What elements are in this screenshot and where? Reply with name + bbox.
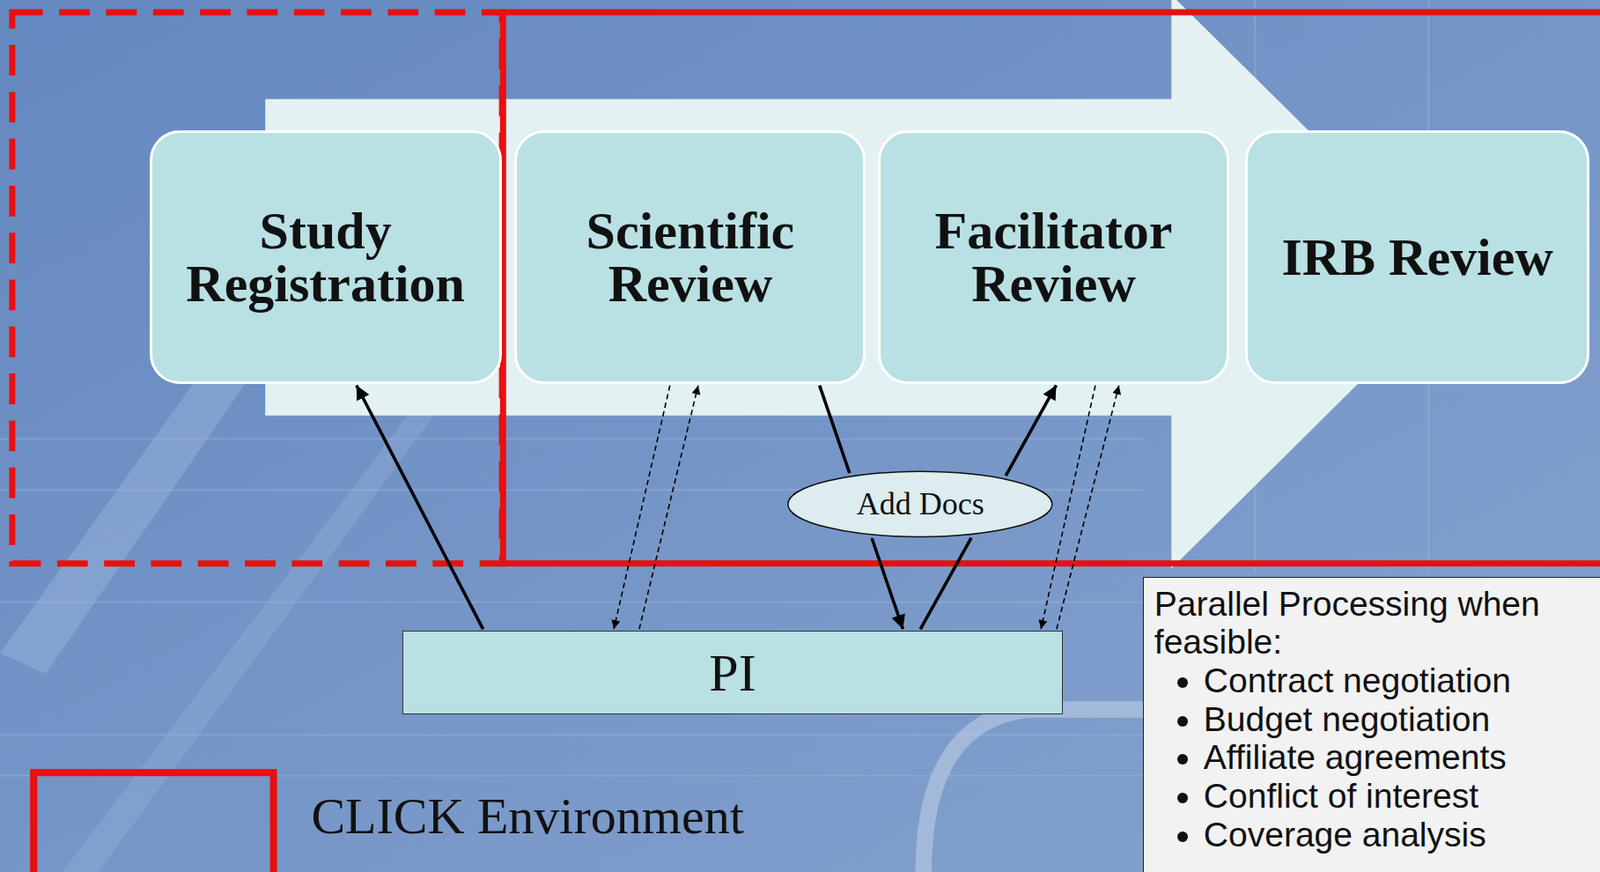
node-label: Add Docs (856, 487, 985, 520)
bullet-item: Budget negotiation (1203, 700, 1512, 739)
bullet-item: Affiliate agreements (1203, 737, 1512, 777)
note-heading: Parallel Processing when feasible: (1154, 584, 1600, 662)
connector-arrow (871, 538, 903, 629)
bullet-item: Coverage analysis (1203, 815, 1512, 855)
process-box: Study Registration (149, 130, 502, 384)
node-label: IRB Review (1281, 230, 1553, 284)
connector-arrow (356, 384, 484, 629)
connector-arrow (920, 538, 972, 630)
ellipse-shape (788, 471, 1053, 537)
building-curve (923, 708, 1154, 872)
legend-swatch (33, 772, 273, 872)
connector-arrow (1005, 384, 1056, 476)
node-label: Study Registration (164, 204, 487, 310)
legend-label: CLICK Environment (310, 790, 744, 842)
connector-arrow (819, 385, 850, 473)
window-line (0, 437, 1143, 440)
process-box: Scientific Review (514, 130, 866, 384)
dashed-region (12, 12, 502, 564)
process-box: IRB Review (1245, 130, 1591, 384)
click-region (502, 12, 1600, 564)
legend-text: CLICK Environment (310, 787, 744, 845)
callout-ellipse: Add Docs (786, 469, 1055, 539)
process-box: Facilitator Review (877, 130, 1230, 384)
node-label: PI (708, 646, 756, 700)
window-line (0, 601, 1143, 604)
node-label: Scientific Review (529, 204, 851, 310)
dashed-connector (1056, 385, 1120, 630)
dashed-connector (613, 385, 671, 630)
node-label: Facilitator Review (892, 204, 1215, 310)
bullet-list: Contract negotiationBudget negotiationAf… (1154, 661, 1512, 854)
dashed-connector (639, 385, 699, 630)
actor-box: PI (402, 630, 1064, 715)
note-box: Parallel Processing when feasible:Contra… (1142, 576, 1600, 872)
bullet-item: Conflict of interest (1203, 776, 1512, 816)
bullet-item: Contract negotiation (1203, 661, 1512, 701)
